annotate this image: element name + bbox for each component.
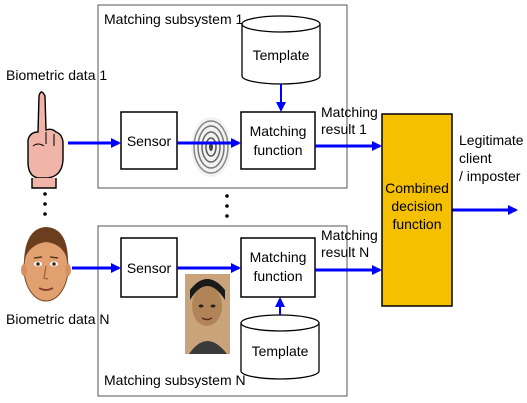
output-line1: Legitimate [459,132,524,148]
cartoon-face-icon [21,227,71,302]
matching-result-1-line1: Matching [321,104,378,120]
sensor-n-box [120,237,178,298]
biometric-data-1-label: Biometric data 1 [6,67,107,83]
ellipsis-dots-middle [225,194,229,218]
sensor-n-label: Sensor [127,260,172,276]
matching-result-n-line2: result N [321,244,369,260]
raised-finger-hand-icon [27,91,64,189]
matching-function-1-line2: function [253,142,302,158]
matching-result-1-line2: result 1 [321,121,367,137]
decision-line1: Combined [385,180,449,196]
subsystem-n-title: Matching subsystem N [104,372,246,388]
biometric-data-n-label: Biometric data N [6,311,109,327]
template-1-label: Template [253,47,310,63]
matching-function-n-line2: function [253,268,302,284]
matching-result-n-line1: Matching [321,227,378,243]
flow-arrows [68,84,518,315]
template-n-label: Template [252,343,309,359]
output-line2: client [459,150,492,166]
matching-function-n-line1: Matching [250,249,307,265]
matching-function-1-line1: Matching [250,123,307,139]
sensor-1-box [120,111,178,170]
sensor-1-label: Sensor [127,133,172,149]
subsystem-1-title: Matching subsystem 1 [104,11,243,27]
output-line3: / imposter [459,168,521,184]
face-photo [185,274,230,354]
ellipsis-dots-left [43,192,47,216]
matching-function-n-box [240,237,316,298]
decision-line2: decision [391,198,442,214]
template-1-cylinder [241,15,321,85]
decision-line3: function [392,216,441,232]
combined-decision-box [381,113,453,307]
template-n-cylinder [240,314,320,380]
fingerprint-image [191,117,231,177]
matching-function-1-box [240,111,316,170]
